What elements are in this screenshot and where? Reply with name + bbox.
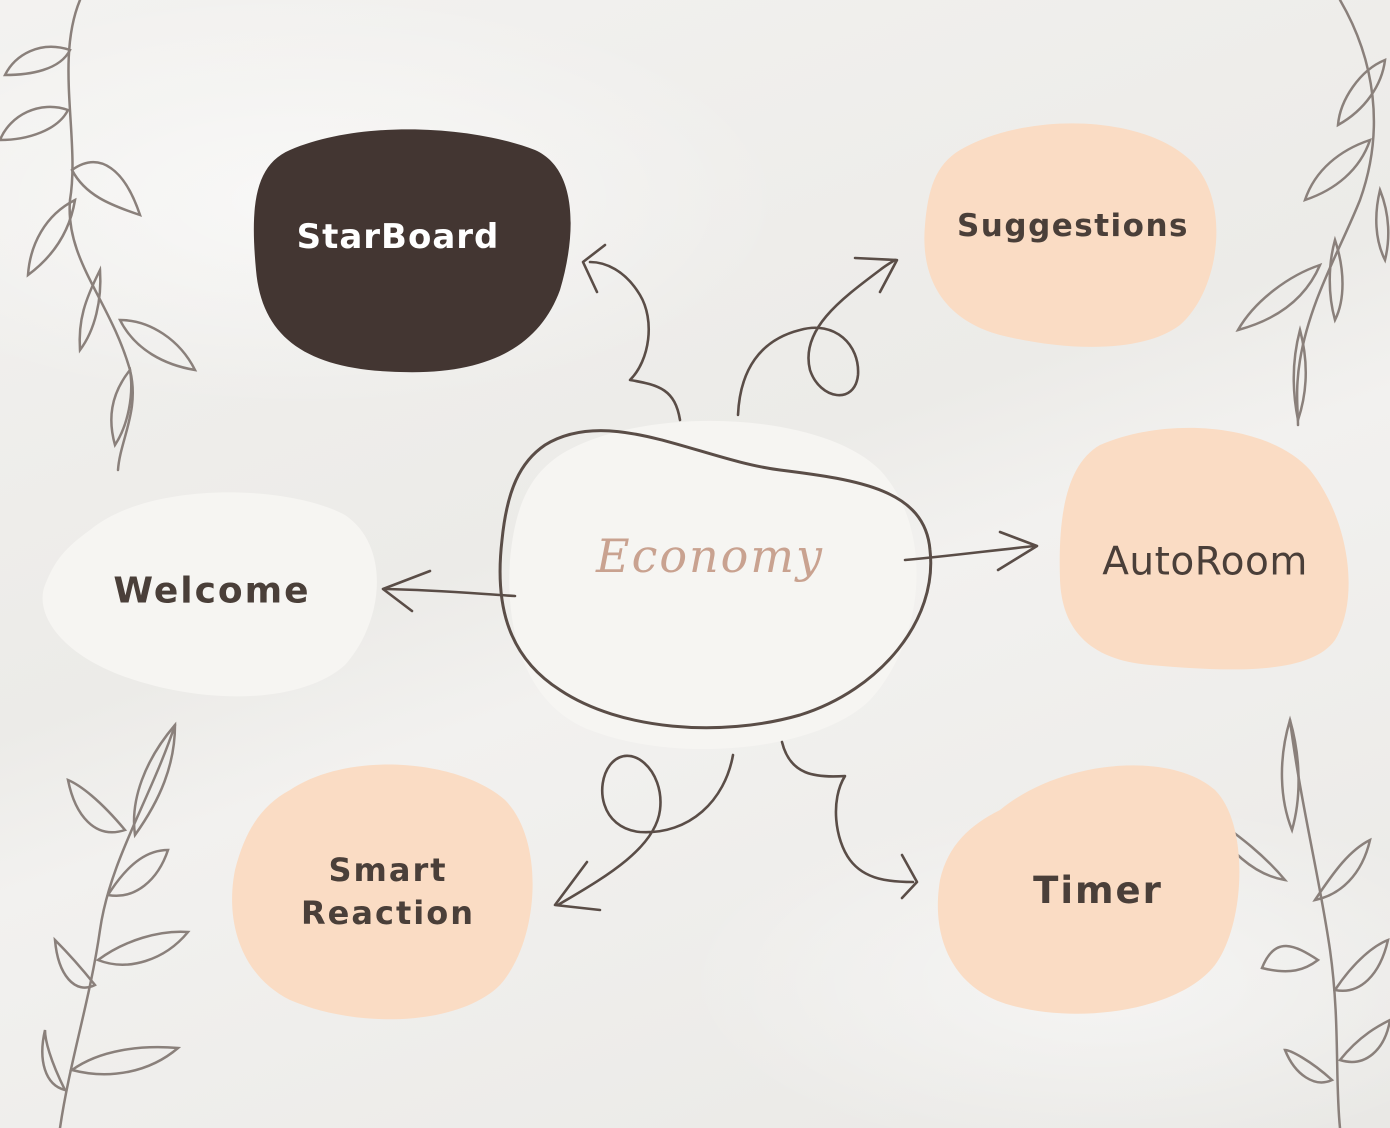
arrowhead-timer (900, 853, 919, 900)
connector-timer (780, 740, 915, 884)
node-smart-reaction-label: Smart Reaction (301, 850, 475, 932)
welcome-blob (42, 492, 377, 697)
autoroom-blob (1059, 427, 1349, 670)
connector-autoroom (903, 544, 1037, 562)
node-suggestions-label: Suggestions (956, 208, 1190, 245)
node-welcome-label: Welcome (113, 570, 311, 612)
node-timer-label: Timer (1033, 869, 1163, 913)
economy-blob (509, 420, 917, 750)
leaf-branch-top-left (0, 0, 198, 472)
economy-outline (498, 429, 933, 730)
node-autoroom-label: AutoRoom (1102, 539, 1308, 585)
arrowhead-suggestions (853, 256, 899, 294)
starboard-blob (253, 129, 571, 373)
connector-smart-reaction (556, 753, 735, 907)
leaf-branch-bottom-left (41, 721, 191, 1128)
arrowhead-smart-reaction (553, 860, 602, 912)
node-starboard-label: StarBoard (296, 217, 500, 258)
leaf-branch-bottom-right (1207, 715, 1390, 1128)
smart-reaction-blob (232, 764, 533, 1020)
node-economy-label: Economy (596, 528, 824, 583)
arrowhead-welcome (381, 569, 432, 613)
connector-suggestions (736, 258, 897, 417)
connectors (381, 243, 1039, 912)
leaf-branch-top-right (1235, 0, 1390, 427)
timer-blob (937, 765, 1240, 1014)
connector-welcome (383, 587, 517, 598)
suggestions-blob (924, 123, 1217, 347)
connector-starboard (588, 260, 682, 422)
arrowhead-autoroom (996, 530, 1039, 572)
arrowhead-starboard (581, 243, 607, 294)
